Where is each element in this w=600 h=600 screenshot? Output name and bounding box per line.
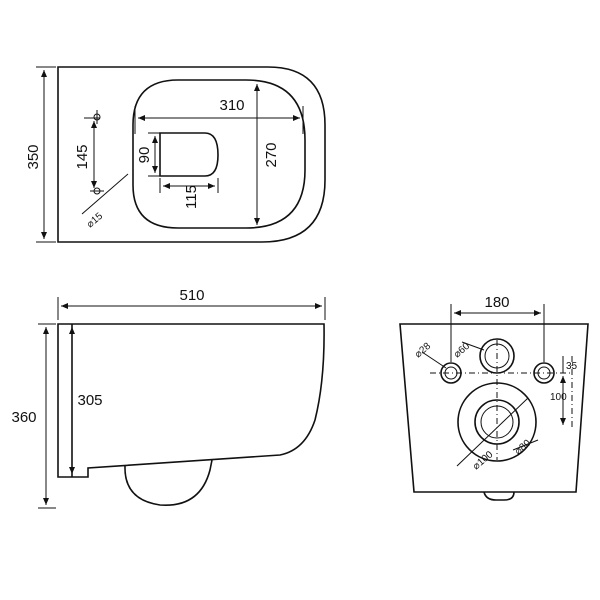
dimension-label-305: 305 (77, 392, 102, 409)
bowl-rear-foot (483, 491, 515, 501)
bowl-foot-outline (124, 459, 213, 506)
waste-outlet-inner (474, 399, 520, 445)
dimension-label-350: 350 (25, 144, 42, 169)
bowl-side-outline (57, 323, 325, 478)
dimension-label-310: 310 (219, 97, 244, 114)
bowl-drain-slot (159, 132, 219, 177)
bolt-hole-left (440, 362, 462, 384)
bolt-hole-right (533, 362, 555, 384)
dimension-label-145: 145 (74, 144, 91, 169)
bowl-top-outline (57, 66, 326, 243)
dimension-label-90: 90 (136, 147, 153, 164)
waste-outlet-outer (457, 382, 537, 462)
bowl-rear-outline (399, 323, 589, 493)
dimension-label-dia-60: ⌀60 (452, 341, 473, 361)
dimension-label-35: 35 (566, 361, 578, 372)
top-view: 350 310 270 90 115 145 ⌀15 (25, 66, 326, 243)
dimension-label-180: 180 (484, 294, 509, 311)
side-view: 510 360 305 (11, 287, 326, 509)
dimension-label-510: 510 (179, 287, 204, 304)
dimension-label-dia-80: ⌀80 (513, 438, 534, 458)
dimension-label-270: 270 (263, 142, 280, 167)
dimension-label-360: 360 (11, 409, 36, 426)
leader-line-15 (81, 173, 129, 215)
rear-view: 180 35 100 ⌀28 ⌀60 ⌀100 ⌀80 (399, 294, 589, 501)
dimension-label-100: 100 (550, 392, 567, 403)
water-inlet (479, 338, 515, 374)
dimension-label-115: 115 (183, 185, 200, 209)
dimension-label-dia-15: ⌀15 (85, 211, 106, 231)
